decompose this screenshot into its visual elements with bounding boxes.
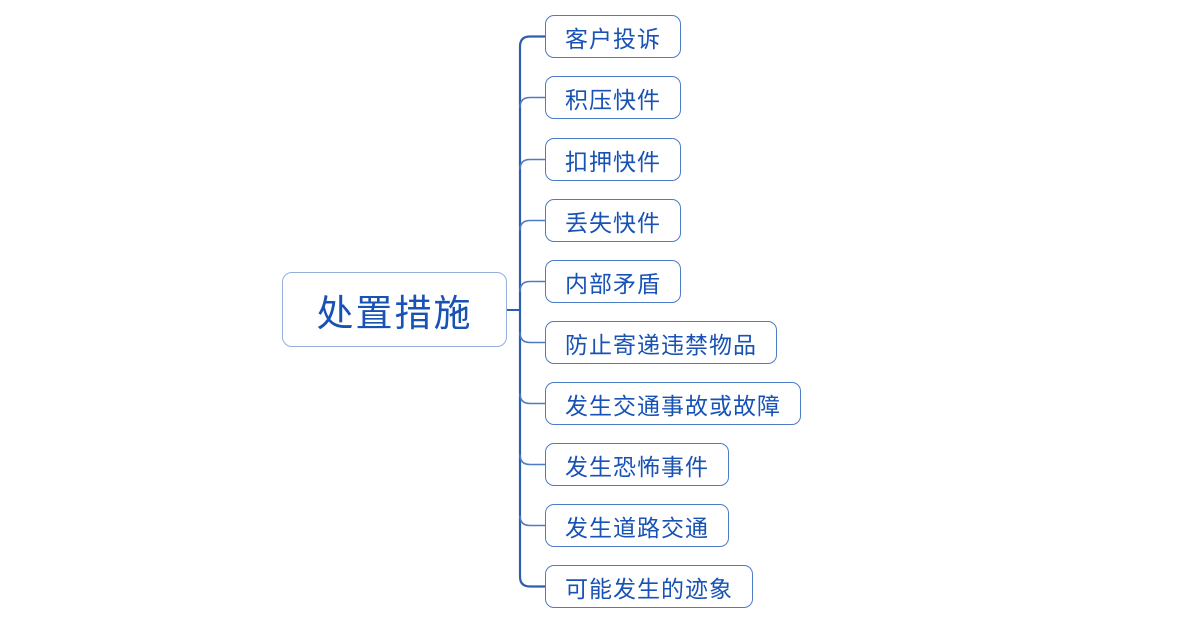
child-node-label: 可能发生的迹象: [565, 576, 733, 602]
branch-line: [519, 332, 545, 344]
child-node-label: 发生道路交通: [565, 515, 709, 541]
branch-line: [519, 219, 545, 231]
child-node-possible-signs[interactable]: 可能发生的迹象: [545, 565, 753, 608]
branch-line: [519, 515, 545, 527]
child-node-terrorist-incident[interactable]: 发生恐怖事件: [545, 443, 729, 486]
branch-line: [519, 393, 545, 405]
child-node-label: 客户投诉: [565, 26, 661, 52]
child-node-label: 丢失快件: [565, 210, 661, 236]
child-node-detained-parcels[interactable]: 扣押快件: [545, 138, 681, 181]
child-node-label: 积压快件: [565, 87, 661, 113]
root-node[interactable]: 处置措施: [282, 272, 507, 347]
child-node-label: 防止寄递违禁物品: [565, 332, 757, 358]
branch-line: [519, 454, 545, 466]
branch-line: [519, 96, 545, 108]
child-node-label: 发生恐怖事件: [565, 454, 709, 480]
child-node-customer-complaint[interactable]: 客户投诉: [545, 15, 681, 58]
branch-line: [519, 280, 545, 292]
child-node-road-traffic[interactable]: 发生道路交通: [545, 504, 729, 547]
child-node-prevent-prohibited-items[interactable]: 防止寄递违禁物品: [545, 321, 777, 364]
trunk-line: [518, 35, 545, 588]
child-node-label: 发生交通事故或故障: [565, 393, 781, 419]
child-node-lost-parcels[interactable]: 丢失快件: [545, 199, 681, 242]
child-node-traffic-accident-or-breakdown[interactable]: 发生交通事故或故障: [545, 382, 801, 425]
child-node-backlogged-parcels[interactable]: 积压快件: [545, 76, 681, 119]
root-node-label: 处置措施: [316, 293, 473, 335]
child-node-label: 扣押快件: [565, 149, 661, 175]
child-node-label: 内部矛盾: [565, 271, 661, 297]
branch-line: [519, 158, 545, 170]
child-node-internal-conflict[interactable]: 内部矛盾: [545, 260, 681, 303]
